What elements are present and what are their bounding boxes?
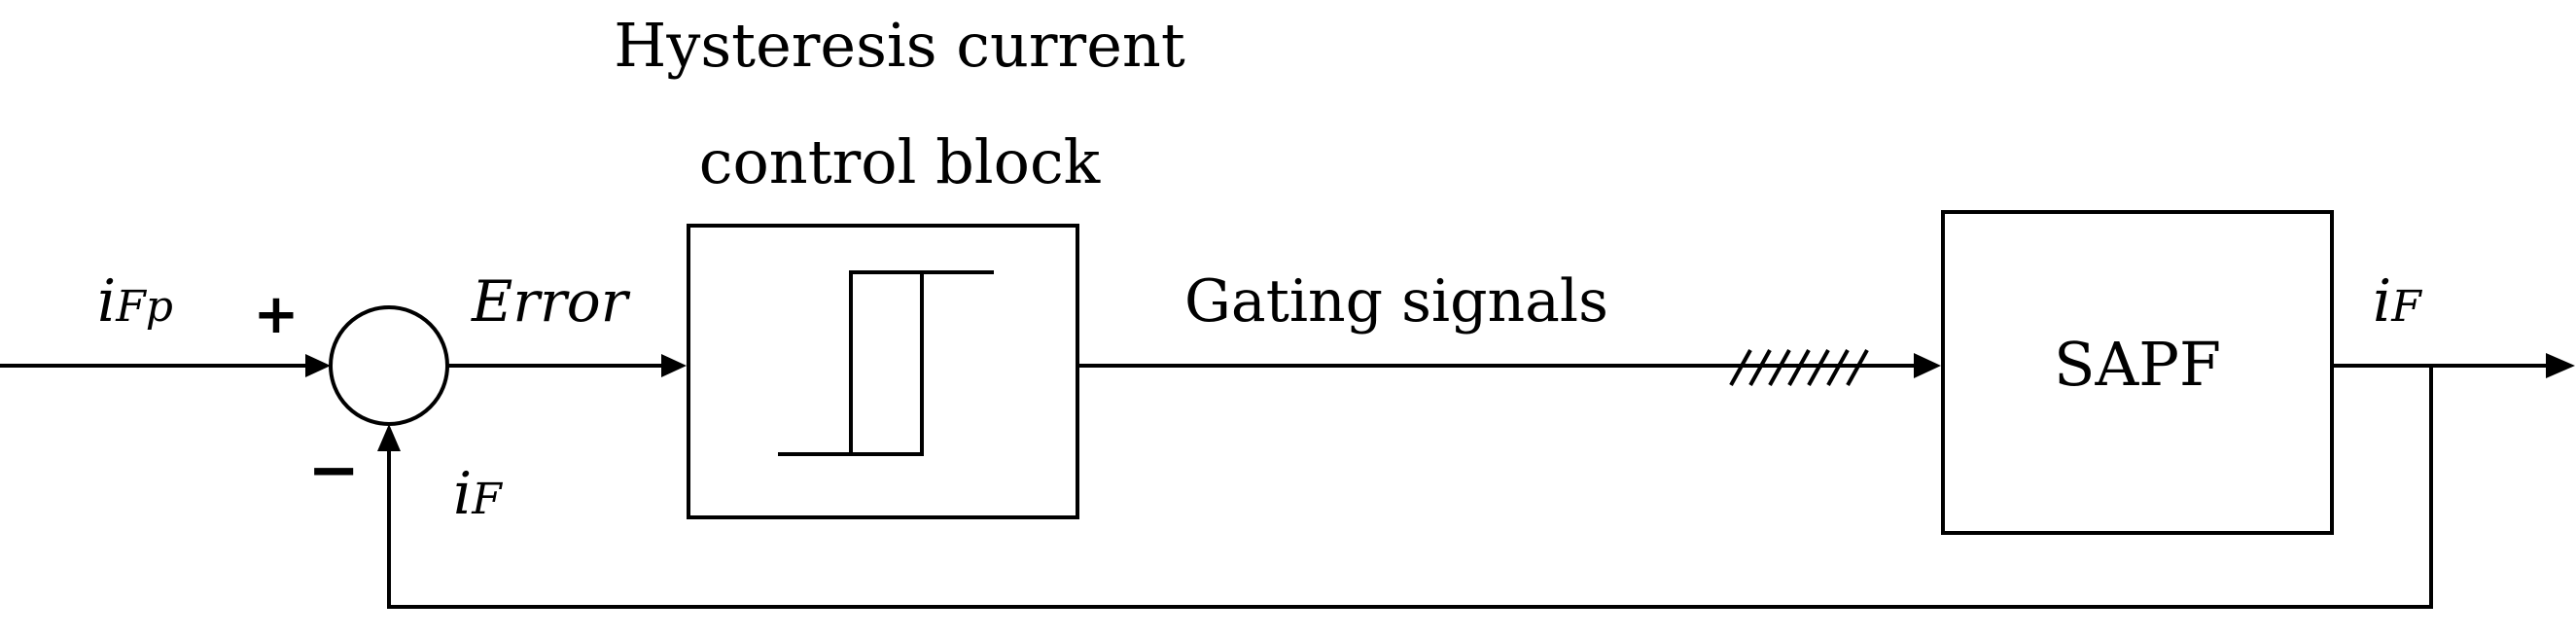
output-signal-subscript: F [2390, 282, 2422, 332]
gating-signals-label: Gating signals [1184, 267, 1608, 336]
hysteresis-block-title-line2: control block [699, 126, 1101, 197]
hysteresis-block-title-line1: Hysteresis current [614, 10, 1185, 81]
hysteresis-loop-icon [778, 270, 994, 456]
reference-signal-label: iFp [97, 267, 173, 336]
error-label: Error [471, 268, 631, 335]
feedback-signal-subscript: F [471, 475, 503, 524]
output-signal-main: i [2373, 267, 2391, 336]
reference-input-arrowhead [305, 354, 331, 377]
gating-signals-arrowhead [1914, 353, 1941, 378]
hysteresis-control-block [687, 224, 1079, 519]
error-arrowhead [661, 354, 687, 377]
summing-minus-sign: − [307, 435, 360, 507]
sapf-block-label: SAPF [2054, 329, 2221, 400]
reference-signal-subscript: Fp [115, 282, 173, 332]
feedback-signal-main: i [453, 460, 472, 528]
output-signal-label: iF [2373, 267, 2422, 336]
feedback-arrowhead [377, 424, 401, 451]
feedback-path [387, 366, 2433, 609]
summing-plus-sign: + [254, 283, 300, 346]
feedback-signal-label: iF [453, 460, 503, 528]
summing-junction [329, 305, 449, 426]
multi-line-hatch [1729, 349, 1869, 386]
output-arrowhead [2546, 353, 2575, 378]
sapf-block [1941, 210, 2334, 535]
reference-signal-main: i [97, 267, 116, 336]
